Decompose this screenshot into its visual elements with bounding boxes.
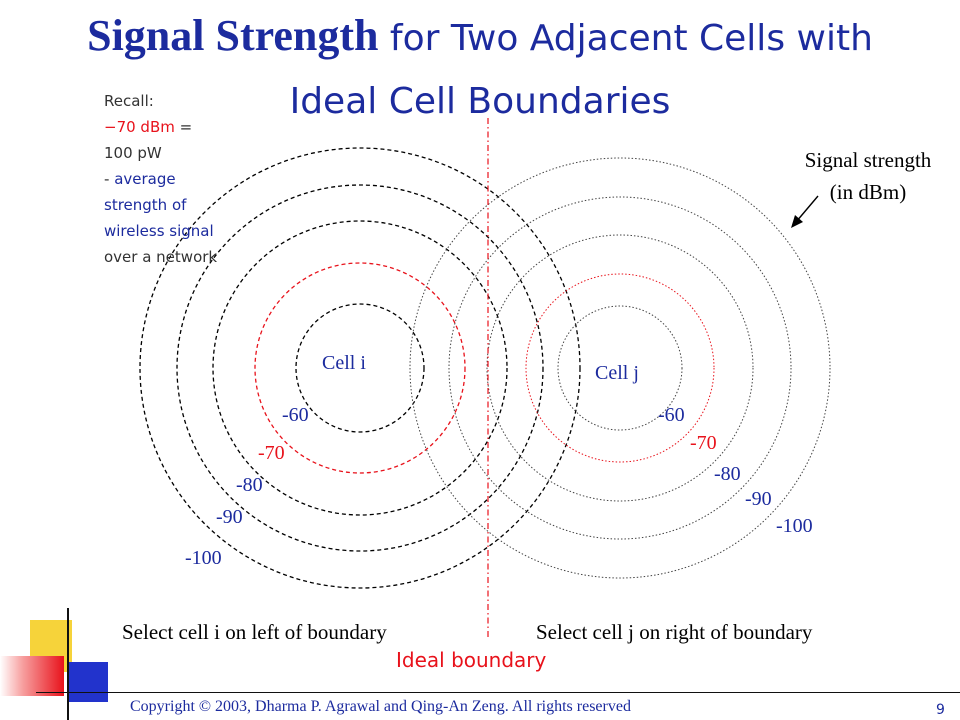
title-rest-line2: Ideal Cell Boundaries [289,81,671,122]
signal-strength-line2: (in dBm) [829,180,907,204]
cell-i-level-100: -100 [185,547,222,569]
cell-i-ring-100 [139,147,581,589]
cell-j-label: Cell j [595,362,639,384]
cell-i-level-70: -70 [258,442,285,464]
recall-value-line: −70 dBm = [104,114,234,140]
cell-j-level-100: -100 [776,515,813,537]
deco-horizontal-line [36,692,960,693]
signal-strength-arrowhead [791,215,803,228]
recall-equals: = [174,118,193,136]
slide-title: Signal Strength for Two Adjacent Cells w… [0,8,960,137]
cell-j-level-80: -80 [714,463,741,485]
copyright-text: Copyright © 2003, Dharma P. Agrawal and … [130,698,631,715]
signal-strength-label: Signal strength (in dBm) [780,144,956,208]
cell-i-ring-90 [176,184,544,552]
select-cell-j-label: Select cell j on right of boundary [536,620,813,644]
cell-i-label: Cell i [322,352,366,374]
title-bold: Signal Strength [87,11,379,60]
cell-i-ring-60 [295,303,425,433]
recall-heading: Recall: [104,92,154,110]
recall-desc-blue: average strength of wireless signal [104,170,214,240]
deco-blue-block [68,662,108,702]
cell-i-level-90: -90 [216,506,243,528]
signal-strength-line1: Signal strength [804,148,932,172]
cell-j-level-90: -90 [745,488,772,510]
title-rest-line1: for Two Adjacent Cells with [378,18,873,59]
deco-red-block [0,656,64,696]
deco-vertical-line [67,608,69,720]
signal-strength-arrow [795,195,819,223]
recall-note: Recall: −70 dBm = 100 pW - average stren… [104,88,234,270]
cell-j-ring-90 [448,196,792,540]
cell-j-ring-100 [409,157,831,579]
ideal-boundary-label: Ideal boundary [396,648,547,672]
recall-description: - average strength of wireless signal ov… [104,166,234,270]
cell-i-level-60: -60 [282,404,309,426]
recall-dash: - [104,170,115,188]
cell-i-level-80: -80 [236,474,263,496]
cell-i-ring-80 [212,220,508,516]
recall-value-pw: 100 pW [104,144,162,162]
cell-j-level-60: -60 [658,404,685,426]
cell-i-ring-70 [254,262,466,474]
cell-j-ring-70 [525,273,715,463]
cell-j-circles [409,157,831,579]
recall-value-red: −70 dBm [104,118,175,136]
page-number: 9 [936,702,945,718]
recall-desc-rest: over a network [104,248,218,266]
cell-j-ring-60 [557,305,683,431]
cell-i-circles [139,147,581,589]
cell-j-ring-80 [486,234,754,502]
cell-j-level-70: -70 [690,432,717,454]
select-cell-i-label: Select cell i on left of boundary [122,620,387,644]
